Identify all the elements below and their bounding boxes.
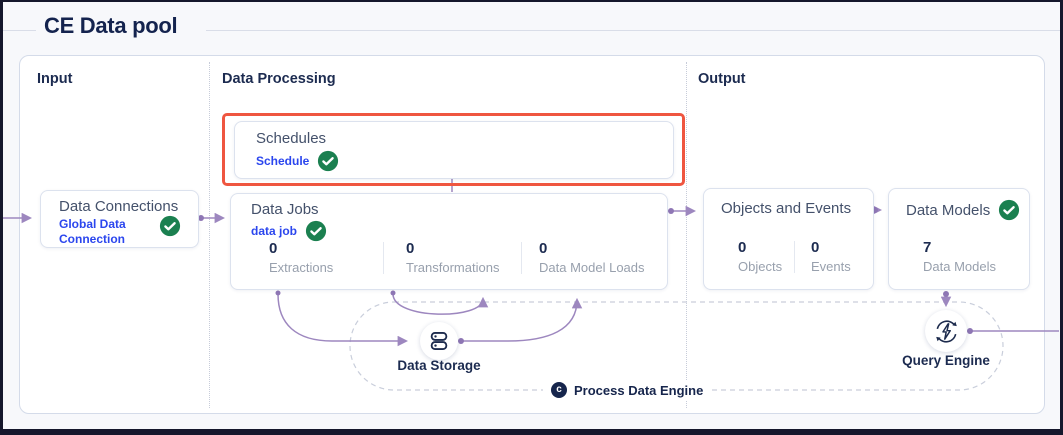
title-divider-right (206, 30, 1060, 31)
check-circle-icon (159, 215, 181, 237)
schedules-title: Schedules (256, 130, 327, 147)
extractions-stat: 0 Extractions (269, 240, 334, 275)
section-heading-output: Output (698, 71, 746, 87)
window-border-top (0, 0, 1063, 2)
check-circle-icon (305, 220, 327, 242)
data-models-stat: 7 Data Models (923, 239, 996, 274)
bolt-cycle-icon (935, 319, 957, 343)
section-heading-data-processing: Data Processing (222, 71, 336, 87)
window-bottom-bar (0, 429, 1063, 435)
transformations-stat: 0 Transformations (406, 240, 500, 275)
data-connections-title: Data Connections (59, 198, 179, 215)
events-stat: 0 Events (811, 239, 851, 274)
query-engine-label: Query Engine (902, 353, 990, 368)
stat-divider (794, 241, 795, 273)
process-data-engine-text: Process Data Engine (574, 382, 704, 398)
celonis-c-icon: c (551, 382, 567, 398)
data-model-loads-stat: 0 Data Model Loads (539, 240, 645, 275)
objects-and-events-card[interactable]: Objects and Events 0 Objects 0 Events (703, 188, 874, 290)
process-data-engine-label: c Process Data Engine (543, 380, 712, 400)
global-data-connection-link[interactable]: Global Data Connection (59, 217, 126, 246)
check-circle-icon (318, 150, 339, 172)
selection-highlight (222, 113, 685, 186)
section-divider-input-processing (209, 62, 210, 408)
section-divider-processing-output (686, 62, 687, 408)
query-engine-node[interactable] (925, 310, 967, 352)
data-jobs-title: Data Jobs (251, 201, 319, 218)
data-models-title: Data Models (906, 201, 991, 219)
title-divider-left (3, 30, 36, 31)
section-heading-input: Input (37, 71, 73, 87)
data-jobs-card[interactable]: Data Jobs data job 0 Extractions 0 Trans… (230, 193, 668, 290)
data-models-card[interactable]: Data Models 7 Data Models (888, 188, 1030, 290)
check-circle-icon (999, 199, 1020, 221)
data-storage-node[interactable] (420, 322, 458, 360)
window-border-left (0, 0, 3, 435)
data-connections-card[interactable]: Data Connections Global Data Connection (40, 190, 199, 248)
objects-and-events-title: Objects and Events (721, 200, 852, 217)
objects-stat: 0 Objects (738, 239, 783, 274)
stat-divider (383, 242, 384, 274)
data-storage-label: Data Storage (397, 358, 481, 373)
schedules-card[interactable]: Schedules Schedule (234, 121, 674, 179)
database-icon (430, 332, 448, 350)
page-title: CE Data pool (44, 13, 178, 38)
data-job-link[interactable]: data job (251, 223, 298, 238)
schedule-link[interactable]: Schedule (256, 153, 310, 168)
stat-divider (521, 242, 522, 274)
window-border-right (1060, 0, 1063, 435)
